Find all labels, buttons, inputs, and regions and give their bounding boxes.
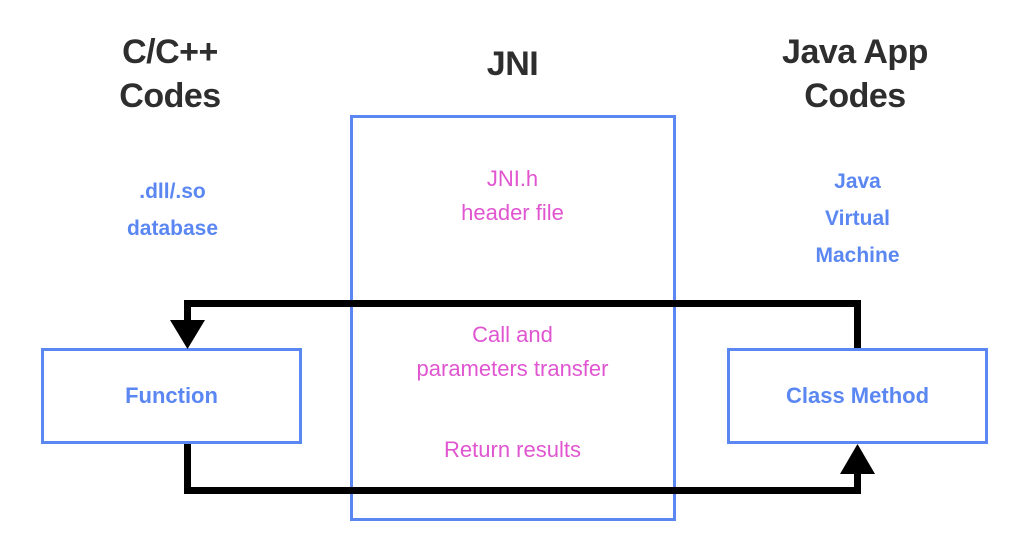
jni-header-file-label: JNI.h header file bbox=[461, 166, 564, 225]
function-box-label: Function bbox=[125, 383, 218, 408]
column-heading-c-cpp: C/C++ Codes bbox=[119, 33, 221, 115]
column-heading-java-app: Java App Codes bbox=[782, 33, 928, 115]
class-method-box: Class Method bbox=[727, 348, 988, 444]
jni-call-and-parameters-transfer-label: Call and parameters transfer bbox=[416, 322, 609, 381]
call-arrow-head bbox=[170, 320, 205, 349]
jni-return-results-label: Return results bbox=[444, 437, 581, 462]
return-arrow-head bbox=[840, 444, 875, 474]
caption-dll-so-database: .dll/.so database bbox=[126, 180, 219, 240]
column-heading-jni: JNI bbox=[486, 45, 539, 83]
caption-java-virtual-machine: Java Virtual Machine bbox=[815, 170, 900, 267]
function-box: Function bbox=[41, 348, 302, 444]
class-method-box-label: Class Method bbox=[785, 383, 930, 408]
